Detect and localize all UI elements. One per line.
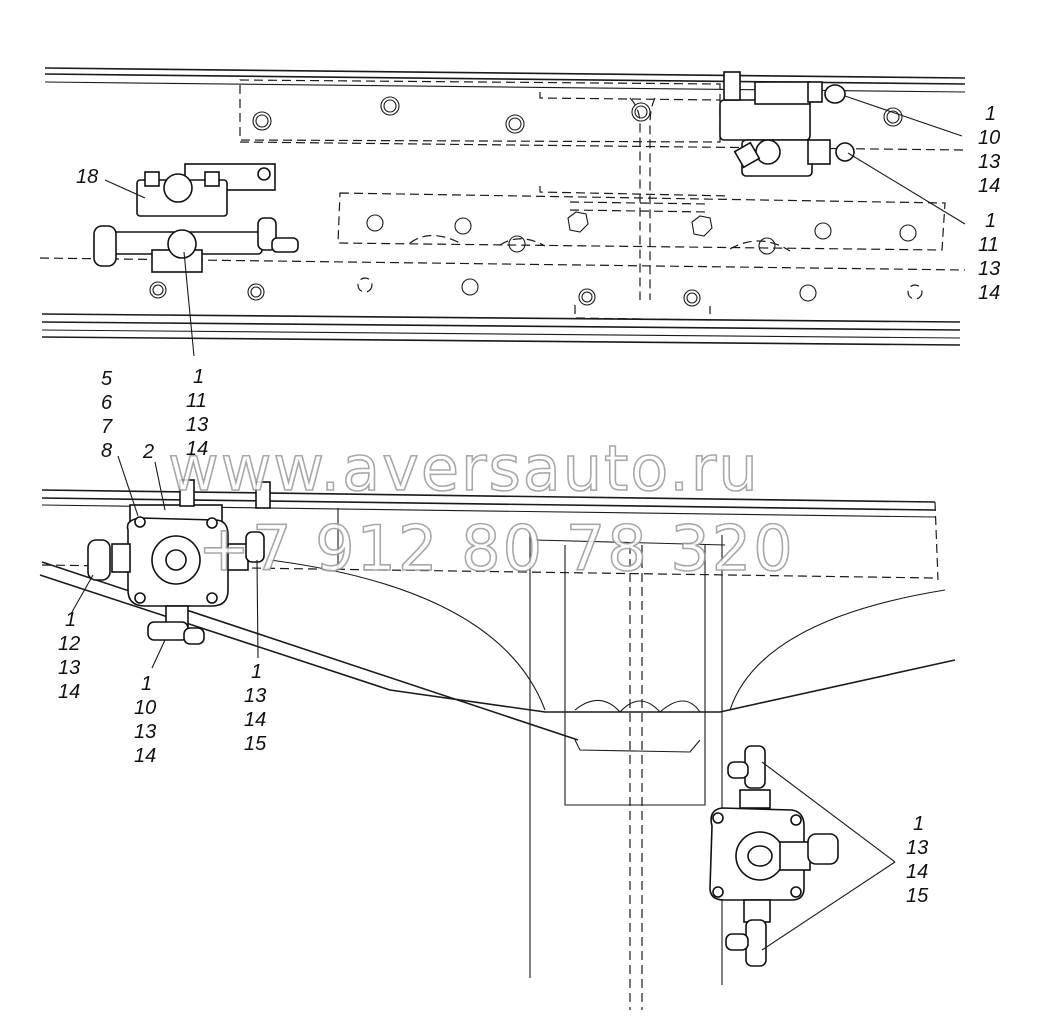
svg-text:13: 13 xyxy=(978,258,1000,280)
callout-group-10: 1 13 14 15 xyxy=(906,813,929,907)
svg-text:1: 1 xyxy=(985,103,996,125)
svg-text:18: 18 xyxy=(76,166,98,188)
callout-group-7: 1 12 13 14 xyxy=(58,609,80,703)
callout-group-2: 1 11 13 14 xyxy=(978,210,1000,304)
svg-text:14: 14 xyxy=(244,709,266,731)
svg-text:1: 1 xyxy=(65,609,76,631)
svg-text:2: 2 xyxy=(142,441,154,463)
rivet-holes-top xyxy=(149,96,923,307)
svg-text:7: 7 xyxy=(101,416,113,438)
svg-text:13: 13 xyxy=(186,414,208,436)
svg-text:14: 14 xyxy=(186,438,208,460)
callout-group-4: 1 11 13 14 xyxy=(186,366,208,460)
svg-text:13: 13 xyxy=(134,721,156,743)
svg-text:11: 11 xyxy=(186,390,207,412)
svg-text:11: 11 xyxy=(978,234,999,256)
svg-text:14: 14 xyxy=(134,745,156,767)
watermark-url: www.aversauto.ru xyxy=(168,432,760,505)
svg-text:1: 1 xyxy=(913,813,924,835)
callout-group-3: 18 xyxy=(76,166,98,188)
svg-text:14: 14 xyxy=(906,861,928,883)
svg-text:13: 13 xyxy=(58,657,80,679)
svg-text:15: 15 xyxy=(244,733,267,755)
svg-text:13: 13 xyxy=(978,151,1000,173)
callout-group-8: 1 10 13 14 xyxy=(134,673,156,767)
lower-frame-rail xyxy=(39,489,956,1010)
watermark-phone: +7 912 80 78 320 xyxy=(198,512,795,585)
svg-text:14: 14 xyxy=(58,681,80,703)
valve-top-left xyxy=(93,163,299,273)
leader-lines xyxy=(71,95,966,951)
svg-text:13: 13 xyxy=(244,685,266,707)
svg-text:15: 15 xyxy=(906,885,929,907)
svg-text:1: 1 xyxy=(141,673,152,695)
callout-group-6: 2 xyxy=(142,441,154,463)
svg-text:8: 8 xyxy=(101,440,112,462)
callout-group-9: 1 13 14 15 xyxy=(244,661,267,755)
callout-group-5: 5 6 7 8 xyxy=(101,368,113,462)
svg-text:1: 1 xyxy=(985,210,996,232)
svg-text:10: 10 xyxy=(978,127,1000,149)
valve-lower-left xyxy=(87,479,271,645)
svg-text:13: 13 xyxy=(906,837,928,859)
svg-text:12: 12 xyxy=(58,633,80,655)
valve-top-right xyxy=(719,71,855,177)
svg-text:1: 1 xyxy=(193,366,204,388)
crossmember-plates xyxy=(239,79,946,321)
svg-text:14: 14 xyxy=(978,282,1000,304)
svg-text:10: 10 xyxy=(134,697,156,719)
svg-text:1: 1 xyxy=(251,661,262,683)
svg-text:6: 6 xyxy=(101,392,113,414)
valve-lower-right xyxy=(709,745,839,967)
svg-text:14: 14 xyxy=(978,175,1000,197)
callout-group-1: 1 10 13 14 xyxy=(978,103,1000,197)
svg-text:5: 5 xyxy=(101,368,113,390)
